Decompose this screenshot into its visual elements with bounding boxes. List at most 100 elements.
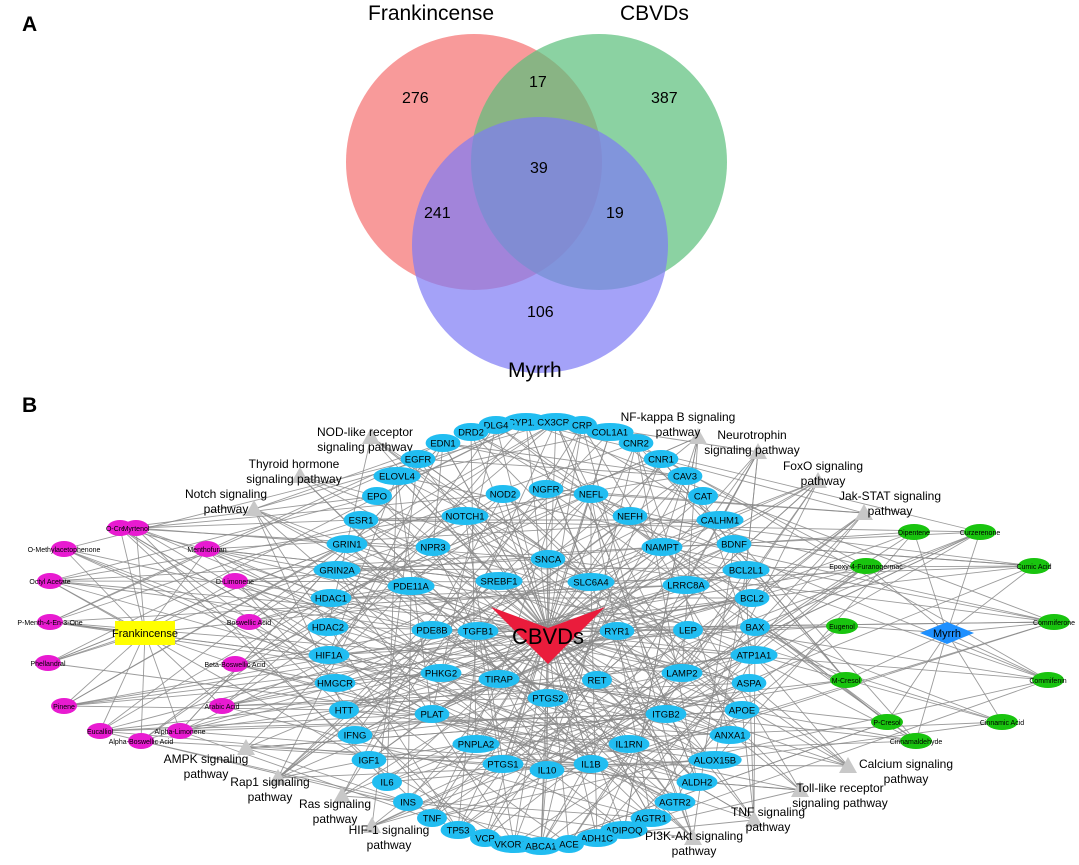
venn-label-frankincense: Frankincense — [368, 2, 494, 25]
edge-ingredient-target — [99, 493, 504, 732]
edge-ingredient-target — [47, 543, 348, 664]
target-label-nod2: NOD2 — [490, 490, 516, 501]
edge-pathway-target — [546, 512, 865, 771]
target-node-tp53 — [440, 821, 476, 839]
edge-target-target — [343, 709, 731, 736]
target-label-hdac2: HDAC2 — [312, 623, 344, 634]
edge-ingredient-target — [248, 569, 747, 623]
edge-ingredient-target — [741, 625, 843, 711]
edge-target-target — [386, 682, 750, 783]
myrrh-ingredient-node-curzerenone — [964, 524, 996, 540]
myrrh-ingredient-node-dipentene — [898, 524, 930, 540]
target-node-srebf1 — [475, 572, 523, 590]
edge-pathway-target — [596, 512, 865, 839]
edge-target-target — [457, 630, 479, 831]
target-label-cyp11b: CYP11B — [508, 418, 544, 429]
panel-label-b: B — [22, 394, 37, 417]
target-node-adh1c — [576, 829, 618, 847]
pathway-node-jak-stat-signaling-pathway — [855, 504, 873, 520]
target-node-drd2 — [453, 423, 489, 441]
myrrh-hub-label: Myrrh — [933, 628, 961, 640]
edge-ingredient-target — [206, 548, 332, 599]
frankincense-ingredient-node-o-methylacetophenone — [51, 541, 77, 557]
target-label-bax: BAX — [745, 623, 765, 634]
edge-ingredient-target — [63, 630, 479, 707]
edge-target-target — [540, 543, 735, 847]
edge-pathway-target — [581, 424, 801, 791]
target-node-igf1 — [351, 751, 387, 769]
target-label-egfr: EGFR — [405, 455, 432, 466]
target-node-itgb2 — [645, 705, 687, 723]
edge-target-target — [470, 431, 743, 711]
edge-target-target — [546, 759, 716, 771]
edge-pathway-target — [371, 682, 750, 827]
target-label-calhm1: CALHM1 — [701, 516, 740, 527]
pathway-node-nf-kappa-b-signaling-pathway — [689, 428, 707, 444]
target-node-elovl4 — [373, 467, 421, 485]
target-node-nefl — [573, 485, 609, 503]
target-label-ngfr: NGFR — [533, 485, 560, 496]
edge-pathway-target — [277, 558, 549, 779]
edge-target-target — [590, 581, 598, 839]
edge-target-target — [354, 629, 433, 736]
edge-ingredient-target — [140, 515, 466, 742]
myrrh-ingredient-label-m-cresol: M-Cresol — [832, 678, 861, 685]
target-label-ryr1: RYR1 — [604, 627, 629, 638]
edge-myrrh-cinnamaldehyde — [915, 632, 948, 742]
target-label-ptgs2: PTGS2 — [532, 694, 563, 705]
frankincense-ingredient-label-alpha-boswellic-acid: Alpha-Boswellic Acid — [109, 739, 174, 746]
target-node-nefh — [612, 507, 648, 525]
myrrh-ingredient-node-cumic-acid — [1018, 558, 1050, 574]
target-node-hmgcr — [314, 674, 356, 692]
target-label-pnpla2: PNPLA2 — [458, 740, 494, 751]
target-node-hdac2 — [307, 618, 349, 636]
target-node-epo — [362, 487, 392, 505]
target-label-tnf: TNF — [423, 814, 442, 825]
pathway-node-neurotrophin-signaling-pathway — [749, 443, 767, 459]
target-label-grin2a: GRIN2A — [319, 566, 355, 577]
myrrh-ingredient-label-eugenol: Eugenol — [829, 624, 855, 631]
edge-pathway-target — [748, 682, 849, 767]
edge-frankincense-alpha-boswellic-acid — [140, 632, 146, 742]
venn-label-myrrh: Myrrh — [508, 359, 562, 382]
edge-cbvds-cx3cr1 — [547, 421, 557, 633]
target-node-grin1 — [326, 535, 368, 553]
edge-pathway-target — [341, 795, 652, 819]
target-node-ngfr — [528, 480, 564, 498]
target-node-ptgs2 — [527, 689, 569, 707]
pathway-node-foxo-signaling-pathway — [809, 472, 827, 488]
edge-pathway-target — [745, 569, 755, 821]
pathway-node-ampk-signaling-pathway — [237, 739, 255, 755]
frankincense-ingredient-node-octyl-acetate — [37, 573, 63, 589]
target-node-snca — [530, 550, 566, 568]
edge-target-target — [360, 519, 549, 699]
edge-target-target — [498, 678, 592, 765]
edge-ingredient-target — [49, 519, 362, 623]
edge-cbvds-npr3 — [432, 546, 549, 633]
edge-target-target — [464, 515, 504, 765]
target-node-calhm1 — [696, 511, 744, 529]
edge-myrrh-dipentene — [913, 531, 948, 634]
edge-myrrh-curzerenone — [946, 531, 981, 634]
target-node-ins — [393, 793, 423, 811]
target-label-dlg4: DLG4 — [484, 421, 509, 432]
target-label-il1b: IL1B — [581, 760, 601, 771]
target-label-agtr1: AGTR1 — [635, 814, 667, 825]
target-node-esr1 — [343, 511, 379, 529]
target-node-apoe — [724, 701, 760, 719]
target-label-bcl2l1: BCL2L1 — [729, 566, 763, 577]
target-node-atp1a1 — [730, 646, 778, 664]
edge-target-target — [431, 629, 549, 699]
target-label-igf1: IGF1 — [358, 756, 379, 767]
edge-ingredient-target — [741, 709, 917, 742]
edge-myrrh-p-cresol — [886, 632, 948, 723]
